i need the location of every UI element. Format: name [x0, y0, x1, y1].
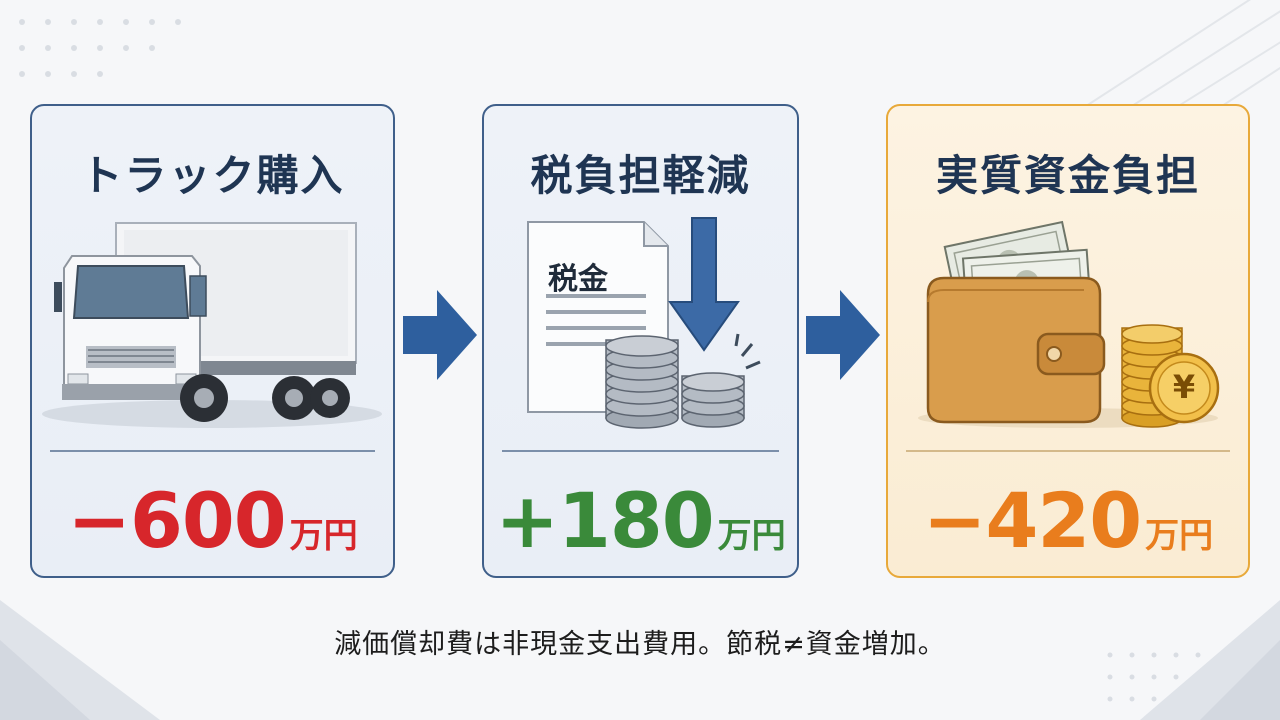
- document-label: 税金: [548, 262, 608, 297]
- card-title: 税負担軽減: [530, 151, 751, 200]
- footer-caption: 減価償却費は非現金支出費用。節税≠資金増加。: [334, 629, 946, 660]
- amount-unit: 万円: [1145, 516, 1214, 556]
- amount-value: −420: [922, 476, 1142, 565]
- amount-value: +180: [495, 476, 714, 565]
- divider: [502, 450, 779, 452]
- divider: [50, 450, 375, 452]
- yen-coin-label: ¥: [1172, 368, 1196, 406]
- card-net-burden: 実質資金負担: [886, 104, 1250, 578]
- divider: [906, 450, 1230, 452]
- amount-unit: 万円: [289, 516, 358, 556]
- amount-value: −600: [67, 476, 286, 565]
- card-title: 実質資金負担: [935, 151, 1200, 200]
- amount-unit: 万円: [717, 516, 786, 556]
- wallet-coins-icon: [918, 220, 1220, 428]
- tax-document-coins-icon: [527, 217, 761, 429]
- truck-icon: [42, 222, 382, 428]
- arrow-right-icon: [806, 290, 880, 380]
- card-title: トラック購入: [80, 151, 345, 200]
- card-tax-relief: 税負担軽減: [482, 104, 799, 578]
- arrow-right-icon: [403, 290, 477, 380]
